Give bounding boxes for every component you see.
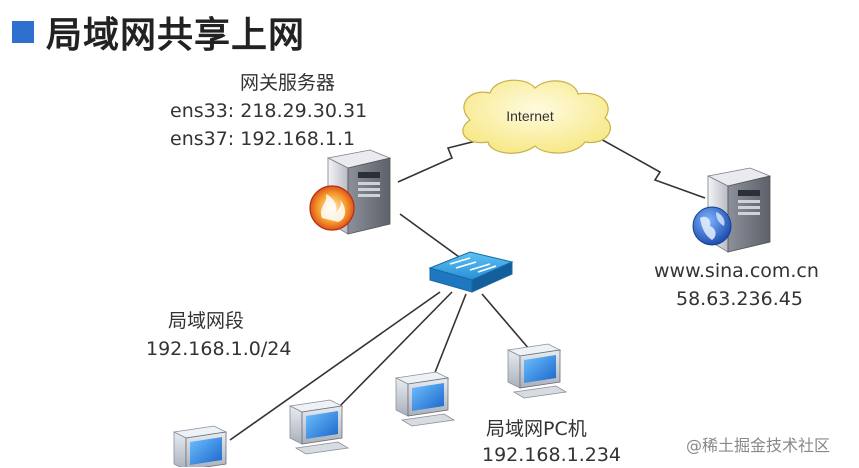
lan-subnet-label: 192.168.1.0/24 bbox=[146, 338, 292, 360]
internet-cloud: Internet bbox=[462, 79, 611, 154]
link-switch-pc1 bbox=[229, 291, 441, 441]
lan-segment-label: 局域网段 bbox=[168, 310, 245, 332]
link-internet-remote bbox=[589, 132, 706, 199]
gateway-name-label: 网关服务器 bbox=[240, 72, 336, 94]
gateway-ens33-label: ens33: 218.29.30.31 bbox=[170, 100, 368, 122]
link-gateway-switch bbox=[399, 213, 467, 263]
remote-ip-label: 58.63.236.45 bbox=[676, 288, 803, 310]
pc-icon-4 bbox=[506, 343, 568, 399]
title-text: 局域网共享上网 bbox=[46, 15, 306, 56]
gateway-ens37-label: ens37: 192.168.1.1 bbox=[170, 128, 356, 150]
internet-label: Internet bbox=[506, 108, 554, 124]
pc-icon-1 bbox=[172, 425, 228, 467]
remote-host-label: www.sina.com.cn bbox=[654, 260, 819, 282]
pc-icon-2 bbox=[288, 399, 350, 455]
watermark-text: @稀土掘金技术社区 bbox=[686, 436, 831, 455]
link-switch-pc3 bbox=[431, 293, 467, 381]
link-switch-pc2 bbox=[335, 291, 453, 411]
firewall-icon bbox=[309, 185, 355, 231]
link-switch-pc4 bbox=[481, 293, 531, 351]
globe-icon bbox=[692, 206, 732, 246]
network-switch-icon bbox=[428, 251, 514, 293]
pc-name-label: 局域网PC机 bbox=[486, 418, 587, 440]
pc-ip-label: 192.168.1.234 bbox=[482, 444, 622, 466]
slide-title: 局域网共享上网 bbox=[12, 10, 305, 56]
title-bullet-square bbox=[12, 21, 34, 43]
pc-icon-3 bbox=[394, 371, 456, 427]
